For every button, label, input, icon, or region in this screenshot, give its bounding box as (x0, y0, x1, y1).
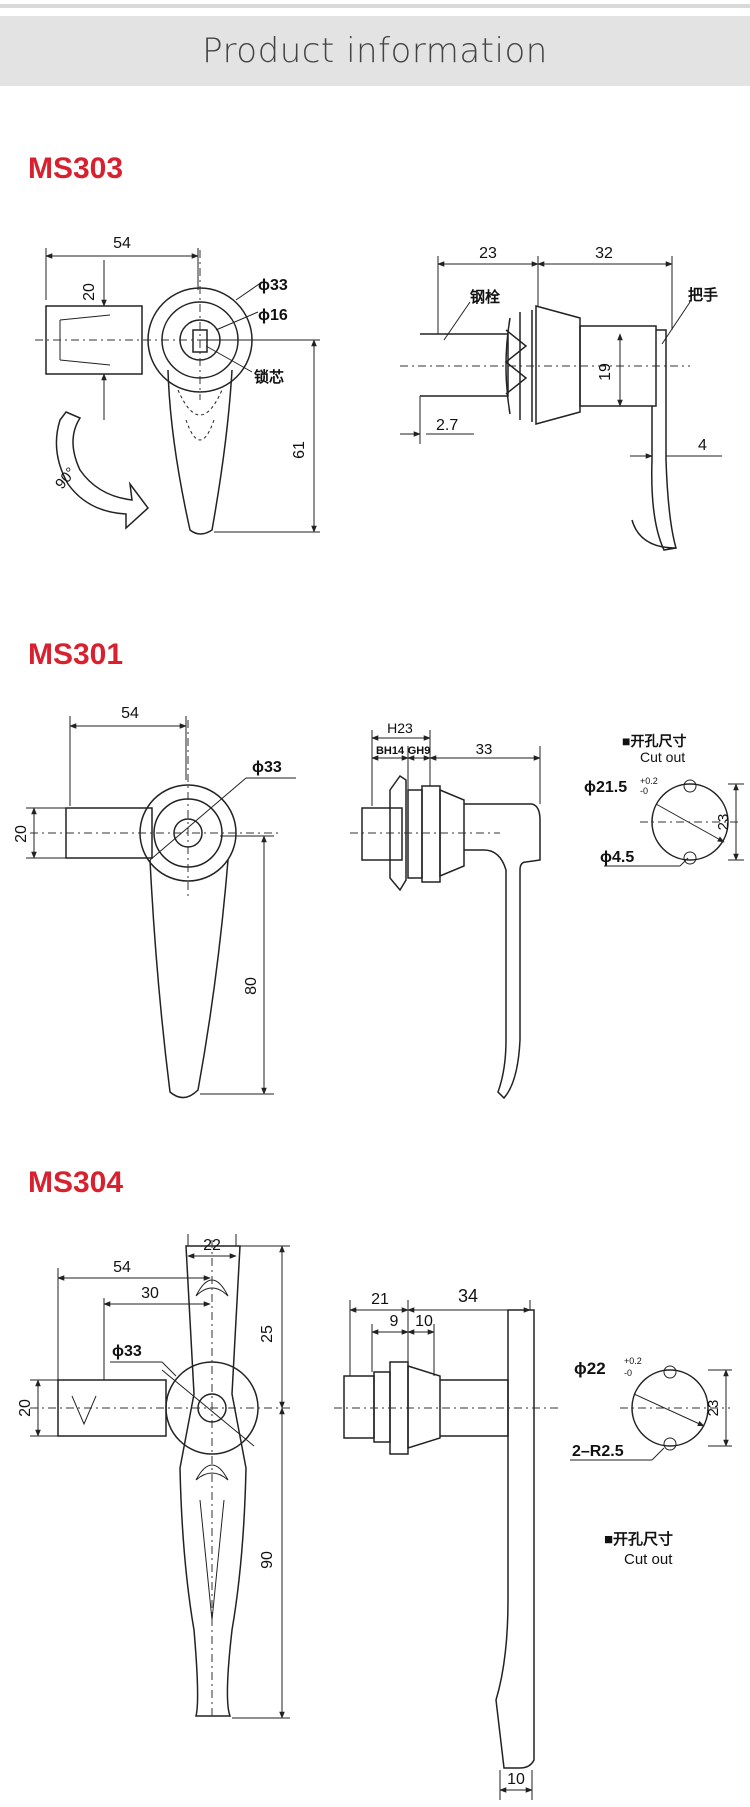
ms304-cutout-tol-up: +0.2 (624, 1356, 642, 1366)
ms303-dim-phi33: ϕ33 (258, 277, 288, 294)
ms304-cutout: ϕ22 +0.2 -0 23 2–R2.5 ■开孔尺寸 Cut out (570, 1356, 732, 1568)
ms301-dim-bh14: BH14 (376, 745, 405, 757)
ms301-front-view: 54 ϕ33 20 80 (13, 705, 296, 1099)
ms304-dim-22: 22 (203, 1237, 221, 1254)
ms304-front-view: 22 54 30 ϕ33 25 90 20 (17, 1234, 290, 1720)
ms303-dim-20: 20 (81, 283, 98, 301)
ms304-dim-phi33: ϕ33 (112, 1343, 142, 1360)
ms304-cutout-phi22: ϕ22 (574, 1359, 606, 1378)
ms303-dim-phi16: ϕ16 (258, 307, 288, 324)
ms304-dim-30: 30 (141, 1285, 159, 1302)
page-title: Product information (202, 31, 548, 71)
ms304-cutout-dim-23: 23 (705, 1400, 722, 1417)
ms304-cutout-title: ■开孔尺寸 (604, 1530, 673, 1548)
ms301-dim-54: 54 (121, 705, 139, 722)
model-label-ms301: MS301 (28, 638, 124, 671)
ms301-dim-33: 33 (476, 741, 493, 758)
ms303-dim-54: 54 (113, 235, 131, 252)
ms301-dim-phi33: ϕ33 (252, 759, 282, 776)
ms301-dim-h23: H23 (387, 720, 413, 736)
ms304-cutout-tol-dn: -0 (624, 1368, 632, 1378)
ms304-dim-9: 9 (390, 1313, 399, 1330)
ms304-dim-54: 54 (113, 1259, 131, 1276)
ms304-dim-34: 34 (458, 1286, 478, 1306)
ms301-cutout-tol-dn: -0 (640, 786, 648, 796)
model-label-ms303: MS303 (28, 152, 124, 185)
ms304-side-view: 21 34 9 10 10 (334, 1286, 560, 1800)
ms303-side-view: 23 32 钢栓 把手 19 2.7 4 (400, 245, 722, 551)
ms304-dim-20: 20 (17, 1399, 34, 1417)
ms301-cutout-title: ■开孔尺寸 (622, 733, 686, 749)
ms303-dim-61: 61 (291, 441, 308, 459)
ms304-dim-10: 10 (415, 1313, 433, 1330)
ms301-cutout-phi215: ϕ21.5 (584, 779, 627, 796)
top-divider (0, 4, 750, 8)
ms303-label-bolt: 钢栓 (470, 288, 500, 306)
header-bar: Product information (0, 16, 750, 86)
ms301-cutout-tol-up: +0.2 (640, 776, 658, 786)
ms301-dim-80: 80 (243, 977, 260, 995)
ms301-cutout-title-en: Cut out (640, 749, 685, 765)
ms303-label-handle: 把手 (688, 286, 718, 304)
ms304-dim-10-bottom: 10 (507, 1771, 525, 1788)
ms301-dim-20: 20 (13, 825, 30, 843)
ms303-dim-23: 23 (479, 245, 497, 262)
model-label-ms304: MS304 (28, 1166, 124, 1199)
ms303-dim-19: 19 (597, 363, 614, 381)
ms301-cutout-dim-23: 23 (715, 814, 732, 831)
ms301-dim-gh9: GH9 (408, 745, 431, 757)
ms304-dim-21: 21 (371, 1291, 389, 1308)
ms303-dim-27: 2.7 (436, 417, 458, 434)
ms301-cutout-phi45: ϕ4.5 (600, 849, 634, 866)
ms303-front-view: 54 20 ϕ33 ϕ16 锁芯 61 90° (35, 235, 320, 535)
ms304-dim-25: 25 (259, 1325, 276, 1343)
ms304-cutout-r25: 2–R2.5 (572, 1443, 624, 1460)
ms304-cutout-title-en: Cut out (624, 1551, 673, 1568)
ms304-dim-90: 90 (259, 1551, 276, 1569)
ms301-cutout: ■开孔尺寸 Cut out ϕ21.5 +0.2 -0 23 ϕ4.5 (584, 733, 744, 867)
ms303-label-core: 锁芯 (254, 368, 284, 386)
ms303-dim-4: 4 (698, 437, 707, 454)
ms303-rotation-90: 90° (52, 464, 80, 492)
ms303-dim-32: 32 (595, 245, 613, 262)
ms301-side-view: H23 BH14 GH9 33 (350, 720, 541, 1100)
